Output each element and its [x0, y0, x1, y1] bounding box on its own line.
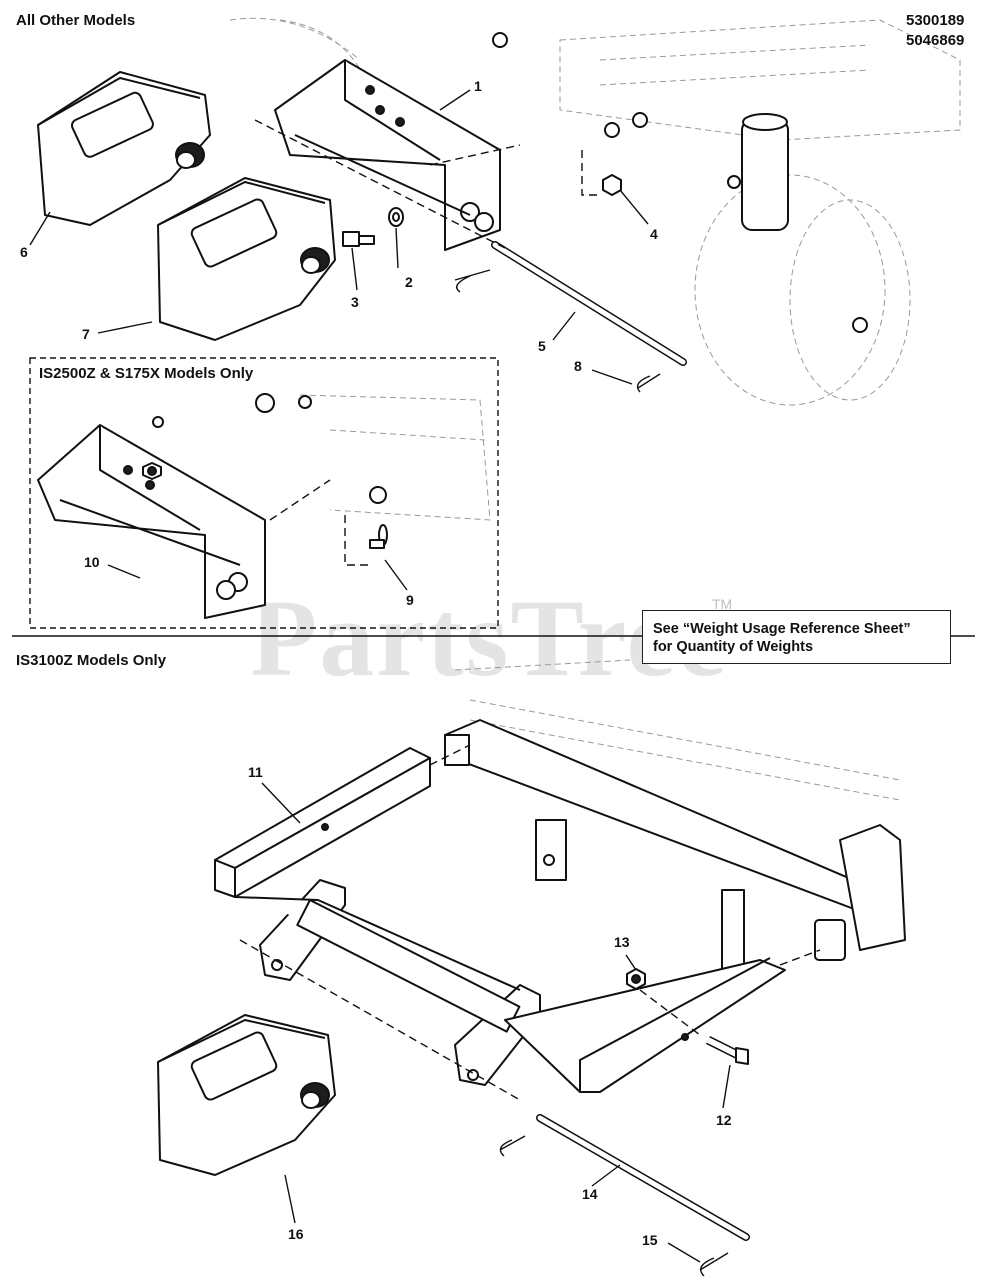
- part-code-1: 5300189: [906, 12, 965, 29]
- section-title-is2500z: IS2500Z & S175X Models Only: [39, 365, 254, 382]
- part-code-2: 5046869: [906, 32, 965, 49]
- callout-4: 4: [650, 226, 658, 242]
- callout-9: 9: [406, 592, 414, 608]
- callout-10: 10: [84, 554, 100, 570]
- weight-6: [37, 71, 211, 226]
- hairpin-clip-top: [454, 269, 491, 293]
- callout-16: 16: [288, 1226, 304, 1242]
- callout-5: 5: [538, 338, 546, 354]
- weight-frame: [234, 879, 786, 1093]
- callout-7: 7: [82, 326, 90, 342]
- section-title-is3100z: IS3100Z Models Only: [16, 652, 167, 669]
- callout-12: 12: [716, 1112, 732, 1128]
- watermark-tm: TM: [712, 596, 733, 612]
- callout-3: 3: [351, 294, 359, 310]
- nut-10: [142, 462, 162, 480]
- bolt-3: [342, 231, 375, 247]
- hairpin-clip-15: [699, 1252, 729, 1277]
- bolt-12: [705, 1035, 749, 1065]
- callout-15: 15: [642, 1232, 658, 1248]
- callout-6: 6: [20, 244, 28, 260]
- callout-14: 14: [582, 1186, 598, 1202]
- pin-14: [536, 1114, 750, 1241]
- callout-2: 2: [405, 274, 413, 290]
- callout-8: 8: [574, 358, 582, 374]
- weight-usage-note-line2: for Quantity of Weights: [653, 639, 814, 655]
- leader-lines: [29, 89, 731, 1263]
- callout-1: 1: [474, 78, 482, 94]
- callout-13: 13: [614, 934, 630, 950]
- weight-usage-note-line1: See “Weight Usage Reference Sheet”: [653, 621, 911, 637]
- bar-11: [214, 747, 431, 898]
- weight-16: [157, 1014, 336, 1176]
- weight-7: [157, 177, 336, 341]
- mower-frame-outline: [229, 17, 961, 406]
- mower-frame-is3100: [444, 659, 906, 971]
- washer-2: [388, 207, 404, 227]
- weight-usage-note: See “Weight Usage Reference Sheet” for Q…: [642, 610, 951, 664]
- pin-5: [491, 241, 687, 366]
- is2500z-section-box: [29, 357, 499, 629]
- mower-frame-is2500: [152, 393, 491, 521]
- nut-13: [626, 968, 646, 990]
- section-title-all-models: All Other Models: [16, 12, 136, 29]
- bolt-9: [369, 524, 388, 549]
- callout-11: 11: [248, 764, 263, 780]
- bracket-1: [274, 59, 501, 251]
- bracket-is2500: [37, 424, 266, 619]
- hairpin-clip-8: [636, 373, 661, 393]
- nut-4: [602, 174, 622, 196]
- hairpin-clip-lower: [499, 1135, 526, 1157]
